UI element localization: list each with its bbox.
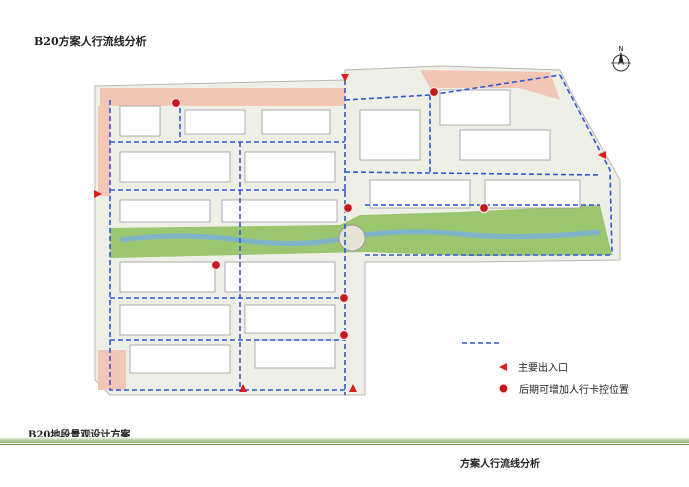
checkpoint-icon — [428, 86, 440, 98]
building-block — [244, 304, 336, 334]
page-title: B20方案人行流线分析 — [34, 35, 147, 48]
building-block — [184, 109, 246, 135]
legend: 主要出入口 后期可增加人行卡控位置 — [462, 337, 662, 397]
checkpoint-markers — [170, 86, 490, 341]
building-block — [459, 129, 551, 161]
checkpoint-icon — [338, 292, 350, 304]
entrance-arrow-icon — [239, 384, 247, 392]
walkway-path — [559, 74, 613, 256]
north-plaza — [100, 88, 345, 106]
building-block — [119, 199, 211, 223]
building-block — [119, 151, 231, 183]
legend-walkway-row — [462, 339, 512, 347]
checkpoint-icon — [478, 202, 490, 214]
south-plaza — [98, 350, 126, 390]
checkpoint-icon — [338, 329, 350, 341]
walkway-path — [110, 189, 346, 192]
checkpoint-icon — [342, 202, 354, 214]
north-label: N — [618, 46, 623, 53]
entrance-arrow-icon — [94, 190, 102, 198]
entrance-markers — [94, 74, 606, 392]
building-block — [224, 261, 336, 293]
central-plaza-circle — [338, 224, 366, 252]
building-rows — [119, 89, 581, 374]
legend-checkpoint-row: 后期可增加人行卡控位置 — [498, 381, 629, 396]
building-block — [359, 109, 421, 161]
checkpoint-icon — [170, 97, 182, 109]
north-arrow-icon: N — [611, 46, 631, 72]
walkway-path — [344, 171, 601, 176]
legend-checkpoint-label: 后期可增加人行卡控位置 — [519, 385, 629, 396]
footer-divider-line — [0, 444, 689, 445]
building-block — [119, 261, 216, 293]
dashed-line-icon — [462, 342, 502, 344]
building-block — [119, 105, 161, 137]
entrance-arrow-icon — [341, 74, 349, 82]
building-block — [221, 199, 338, 223]
building-block — [261, 109, 331, 135]
page-subtitle: 方案人行流线分析 — [460, 459, 540, 470]
building-block — [129, 344, 231, 374]
legend-entrance-row: 主要出入口 — [498, 359, 568, 374]
building-block — [484, 179, 581, 209]
building-block — [119, 304, 231, 336]
checkpoint-icon — [498, 383, 509, 394]
entrance-arrow-icon — [349, 384, 357, 392]
building-block — [244, 151, 336, 183]
walkway-path — [344, 74, 561, 101]
entrance-arrow-icon — [598, 151, 606, 159]
entrance-arrow-icon — [499, 362, 507, 371]
checkpoint-icon — [210, 259, 222, 271]
building-block — [254, 339, 336, 369]
pedestrian-routes — [109, 74, 613, 395]
west-plaza — [98, 106, 110, 196]
legend-entrance-label: 主要出入口 — [518, 363, 568, 374]
walkway-path — [109, 100, 345, 391]
building-block — [369, 179, 471, 209]
project-title: B20地段景观设计方案 — [28, 430, 131, 441]
footer-divider — [0, 437, 689, 443]
building-block — [439, 89, 511, 126]
